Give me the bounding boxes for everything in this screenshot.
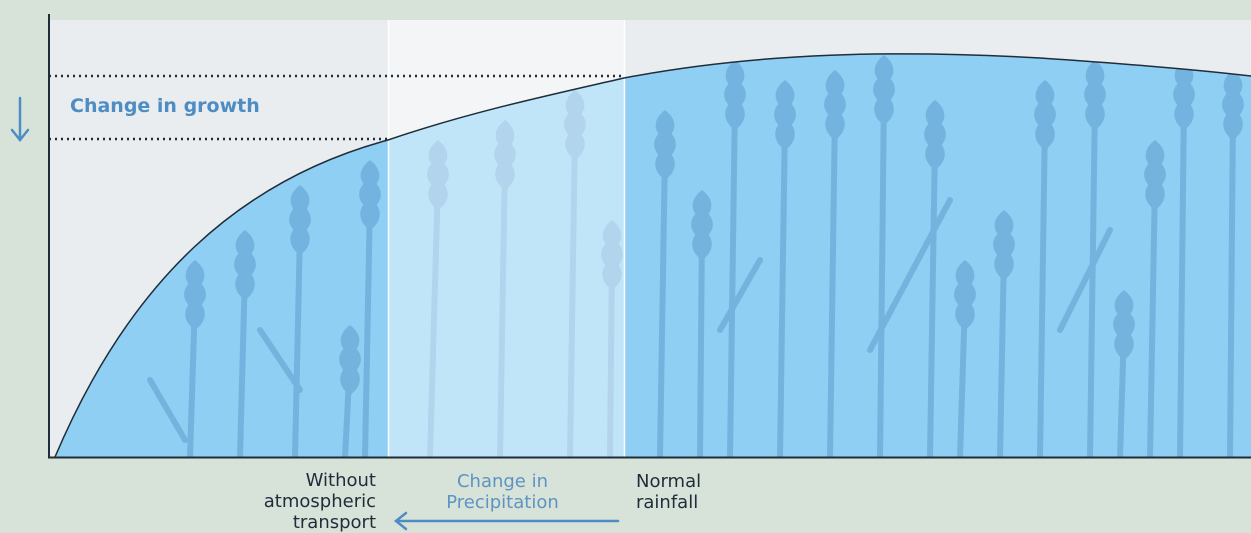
growth-curve <box>54 53 1251 458</box>
change-line-1: Change in <box>456 471 549 492</box>
without-transport-label: Without atmospheric transport <box>230 470 376 533</box>
wheat-plants <box>147 55 1244 458</box>
normal-rainfall-label: Normal rainfall <box>636 471 701 513</box>
change-line-2: Precipitation <box>446 492 559 513</box>
without-line-2: atmospheric <box>263 491 376 512</box>
without-line-1: Without <box>305 470 376 491</box>
without-line-3: transport <box>292 512 376 533</box>
normal-line-2: rainfall <box>636 492 699 513</box>
normal-line-1: Normal <box>636 471 702 492</box>
change-in-growth-label: Change in growth <box>70 95 260 117</box>
change-in-precipitation-label: Change in Precipitation <box>420 471 585 513</box>
left-arrow-icon <box>393 511 620 531</box>
precipitation-band <box>389 20 624 457</box>
down-arrow-icon <box>10 96 30 143</box>
